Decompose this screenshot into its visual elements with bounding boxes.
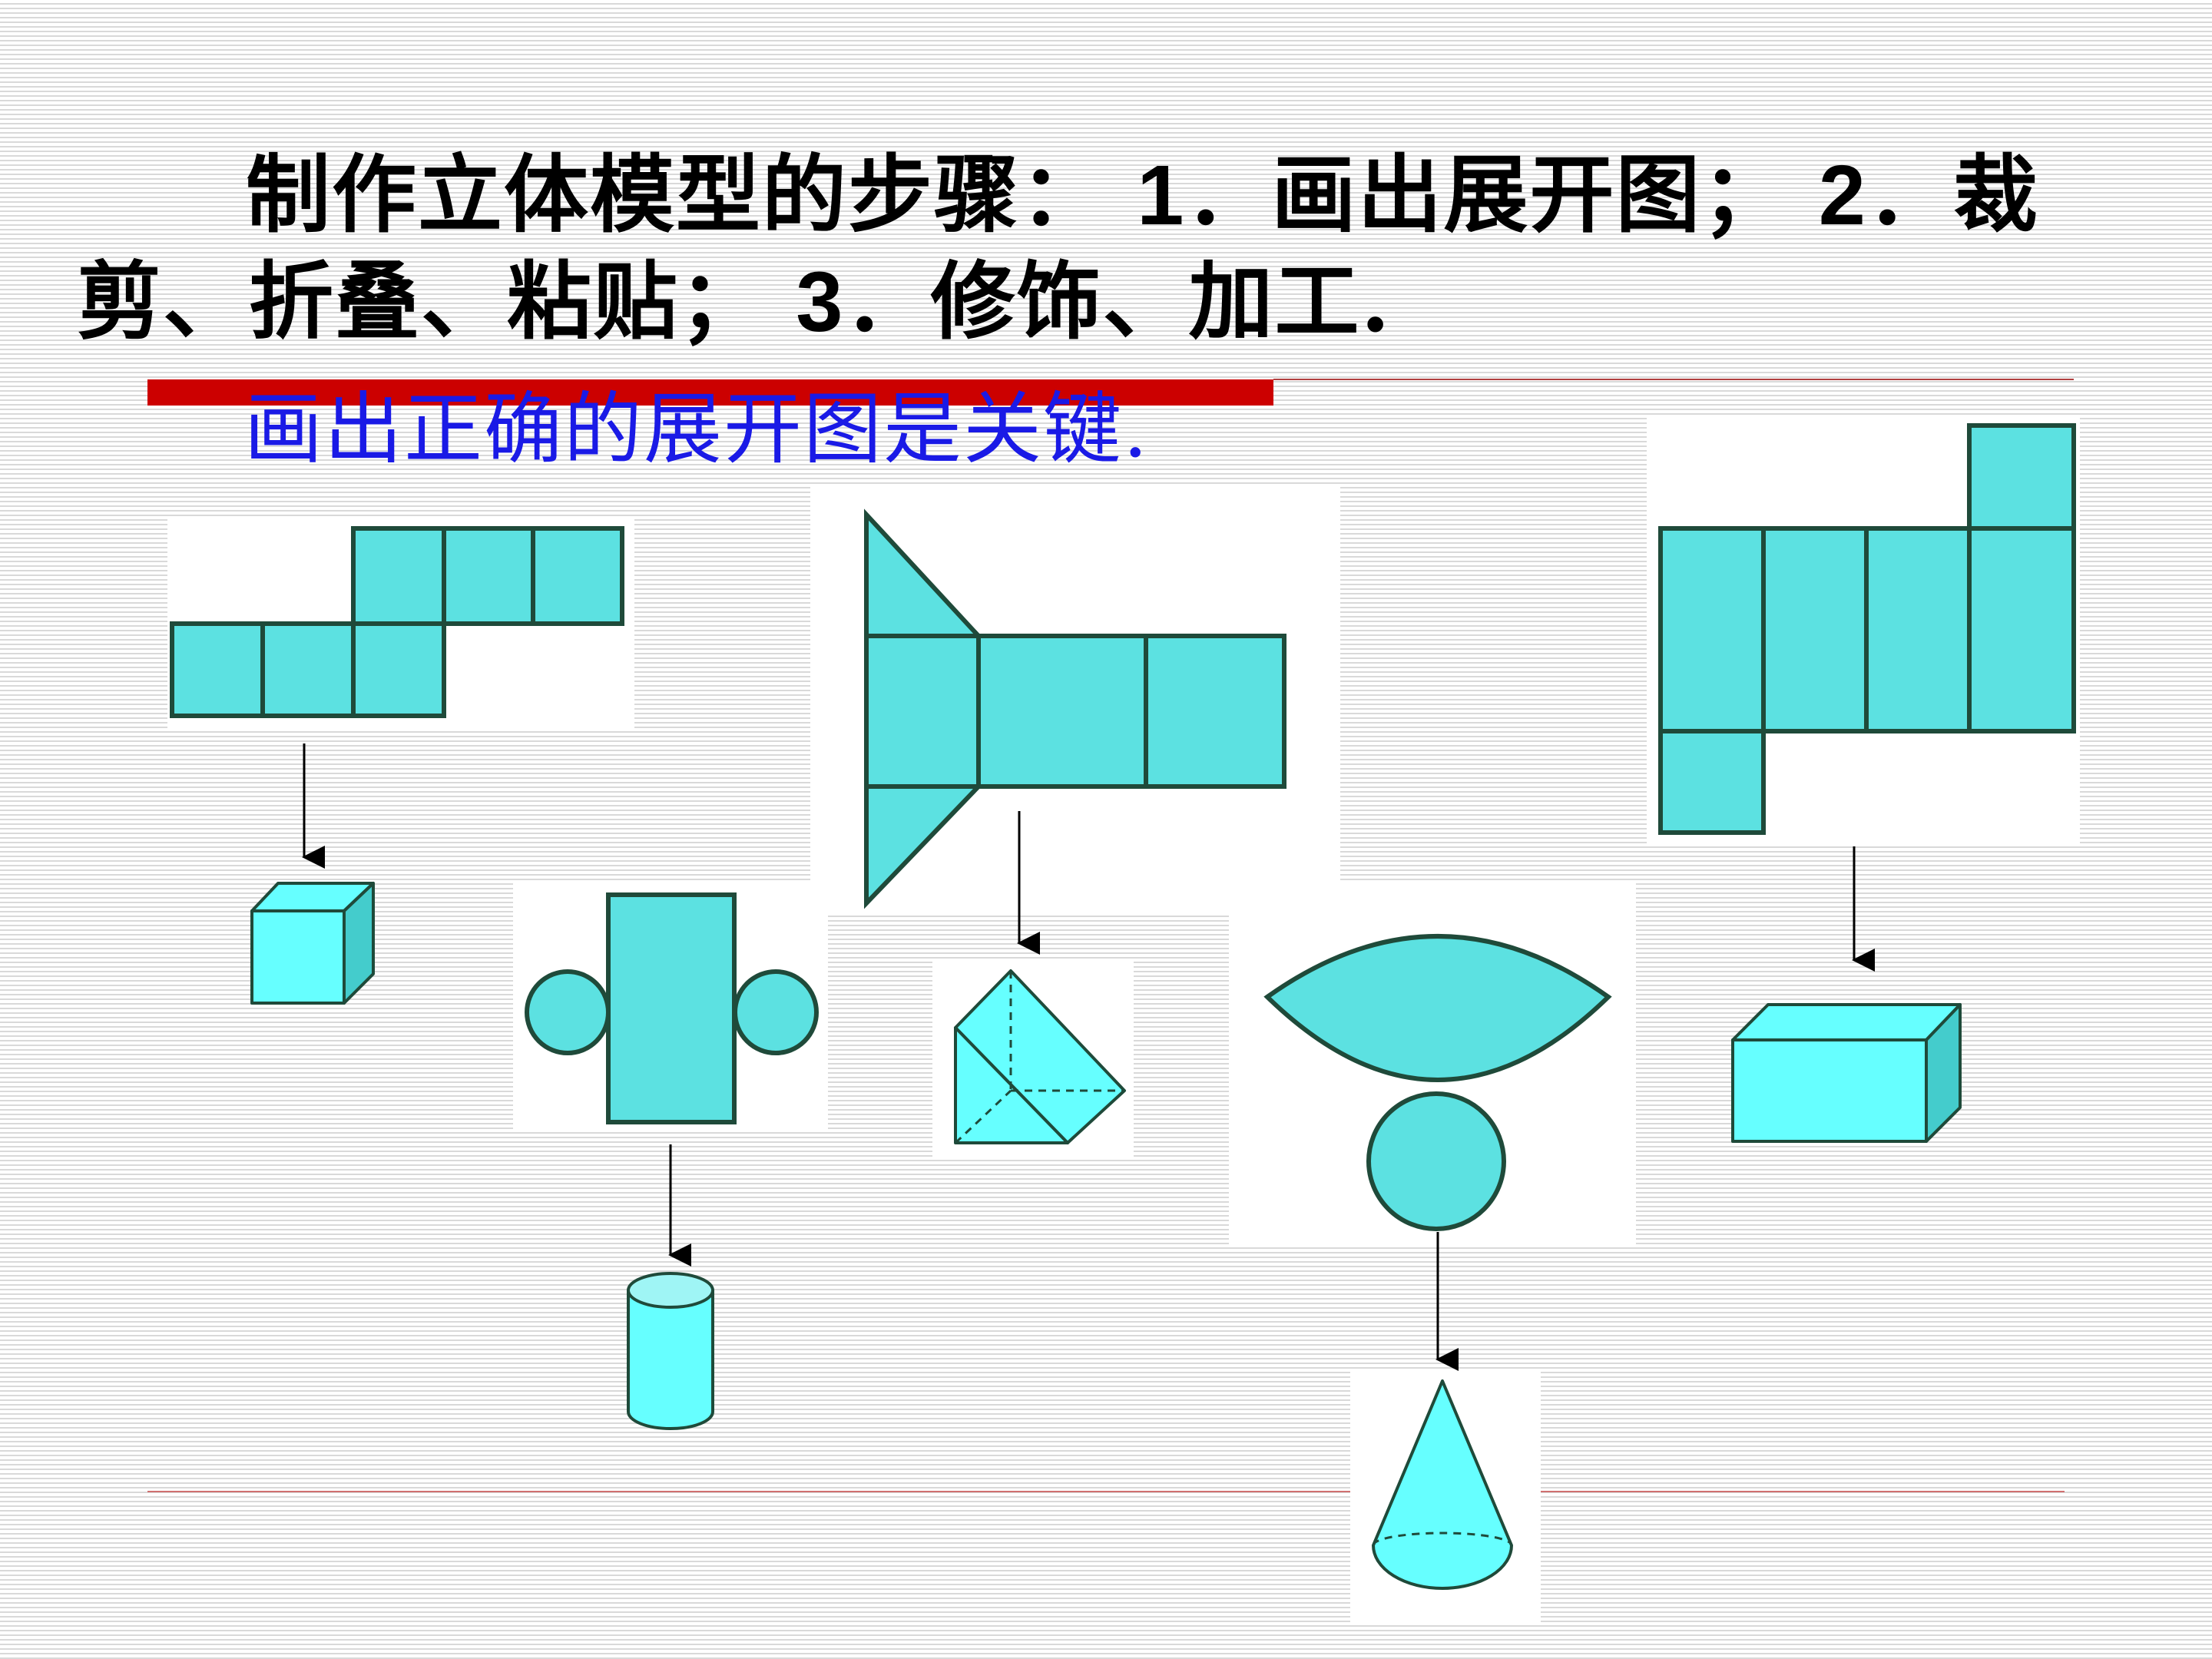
subtitle: 画出正确的展开图是关键. <box>244 384 1150 475</box>
cuboid-solid <box>1731 1003 1962 1143</box>
title-number-2: 2 <box>1818 148 1867 243</box>
slide-title: 制作立体模型的步骤： 1．画出展开图； 2．裁剪、折叠、粘贴； 3．修饰、加工. <box>77 142 2181 356</box>
triangular-prism-solid <box>954 969 1126 1144</box>
title-number-1: 1 <box>1137 148 1186 243</box>
top-divider-line <box>1273 379 2074 380</box>
cylinder-solid <box>627 1272 714 1430</box>
title-part1: 制作立体模型的步骤： <box>246 145 1106 244</box>
cube-solid <box>250 882 375 1005</box>
cone-net <box>1263 934 1612 1231</box>
cuboid-net <box>1658 423 2076 835</box>
arrows <box>302 743 1875 1371</box>
cylinder-net <box>525 892 819 1124</box>
triangular-prism-net <box>864 508 1286 909</box>
title-part2: ．画出展开图； <box>1185 145 1788 244</box>
bottom-divider-line <box>147 1491 2065 1492</box>
title-number-3: 3 <box>796 255 845 349</box>
cone-solid <box>1372 1379 1513 1590</box>
title-part3: ．裁剪、折叠、粘贴； <box>77 145 2039 351</box>
red-accent-bar <box>147 379 1273 406</box>
cube-net <box>170 526 624 718</box>
title-part4: ．修饰、加工. <box>844 252 1392 351</box>
